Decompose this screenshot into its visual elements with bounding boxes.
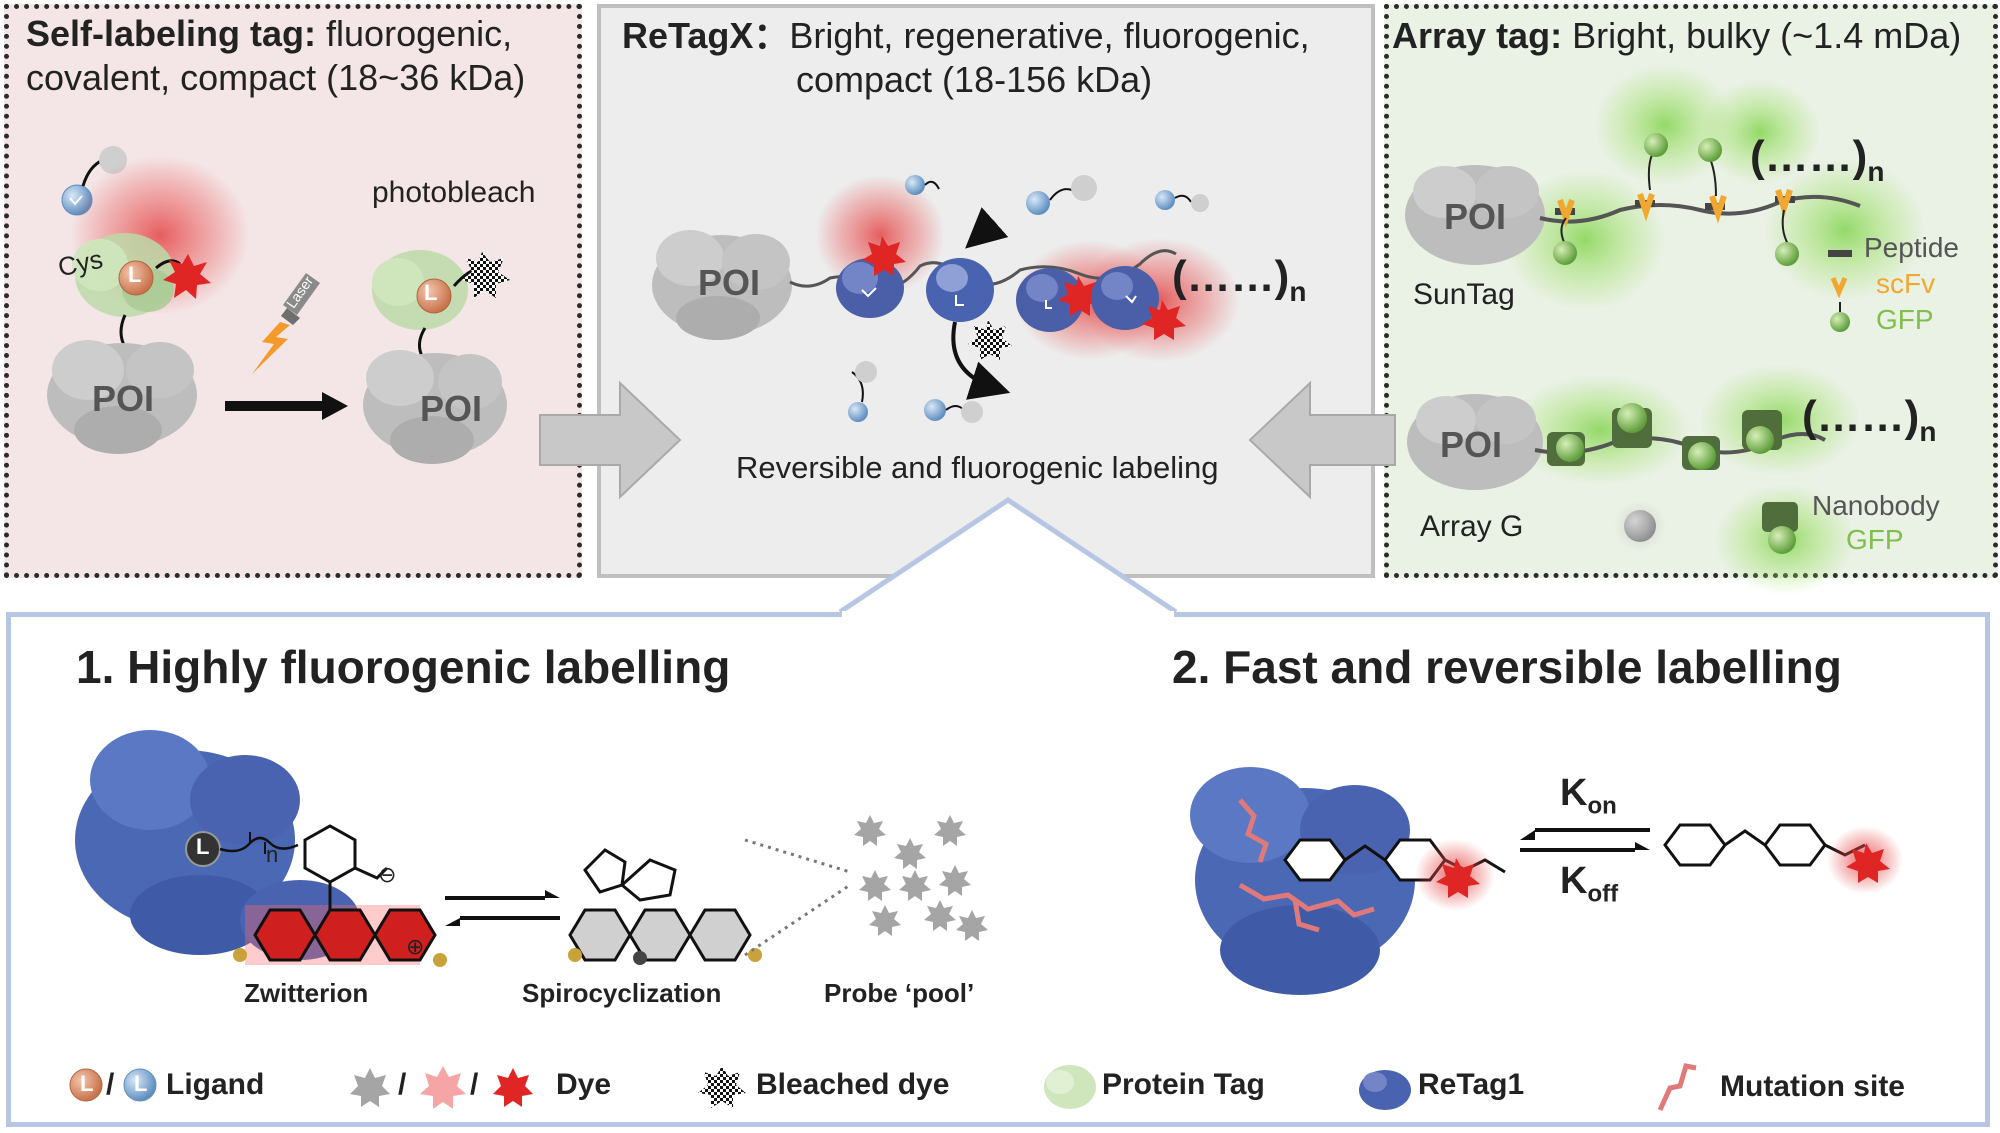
bleached-complex — [363, 250, 510, 464]
ligand-letter-bottom: L — [196, 834, 210, 859]
legend-mutation-icon — [1657, 1063, 1697, 1112]
legend-protein-tag-icon — [1044, 1065, 1096, 1109]
minus-charge: ⊖ — [378, 862, 397, 887]
probe-pool-label: Probe ‘pool’ — [824, 978, 975, 1008]
spirocyclized-structure — [568, 848, 762, 965]
koff-label: Koff — [1560, 860, 1619, 908]
reversible-title: 2. Fast and reversible labelling — [1172, 641, 1842, 693]
retag-blob-2 — [926, 258, 994, 322]
legend-scfv-label: scFv — [1876, 268, 1936, 299]
free-probes-center — [848, 175, 1209, 423]
kon-label: Kon — [1560, 772, 1617, 820]
ligand-letter-left: L — [128, 262, 142, 287]
poi-protein-suntag — [1405, 165, 1545, 265]
mutation-sites — [1238, 798, 1375, 933]
legend-protein-tag-label: Protein Tag — [1102, 1068, 1265, 1101]
linker-n-label: n — [266, 842, 279, 867]
poi-protein-left — [47, 340, 197, 454]
poi-label-left-1: POI — [92, 378, 155, 419]
probe-pool-stars — [854, 815, 988, 941]
legend-ligand-l-blue: L — [134, 1071, 148, 1096]
xanthene-zwitterion — [233, 882, 447, 967]
photobleach-label: photobleach — [372, 176, 536, 209]
repeat-label-arrayg: (……)n — [1802, 392, 1937, 447]
retagx-title: ReTagX：Bright, regenerative, fluorogenic… — [622, 15, 1310, 56]
arrayg-label: Array G — [1420, 510, 1524, 543]
poi-label-center: POI — [698, 262, 761, 303]
legend-ligand-slash: / — [106, 1068, 115, 1101]
repeat-label-suntag: (……)n — [1750, 132, 1885, 187]
legend-ligand-l-orange: L — [80, 1071, 94, 1096]
free-ligand-structure — [1663, 823, 1903, 894]
array-tag-title: Array tag: Bright, bulky (~1.4 mDa) — [1392, 15, 1962, 56]
self-labeling-title: Self-labeling tag: fluorogenic, — [26, 13, 513, 54]
legend-dye-icons — [350, 1066, 533, 1109]
self-labeling-subtitle: covalent, compact (18~36 kDa) — [26, 57, 526, 98]
gray-arrow-left — [1248, 380, 1396, 500]
poi-protein-center — [652, 230, 792, 340]
repeat-label-center: (……)n — [1172, 252, 1307, 307]
legend-retag1-icon — [1359, 1070, 1411, 1110]
laser-icon — [252, 273, 320, 374]
retagx-subtitle: compact (18-156 kDa) — [796, 59, 1153, 100]
fluorogenic-title: 1. Highly fluorogenic labelling — [76, 641, 731, 693]
retag-blob-3 — [1016, 268, 1102, 332]
mechanism-panel — [6, 612, 1990, 1127]
poi-label-left-2: POI — [420, 388, 483, 429]
suntag-units — [1553, 133, 1799, 266]
legend-dye-slash-2: / — [470, 1068, 479, 1101]
plus-charge: ⊕ — [406, 934, 425, 959]
legend-retag1-label: ReTag1 — [1418, 1068, 1525, 1101]
suntag-label: SunTag — [1413, 278, 1515, 311]
retag-blob-4 — [1091, 266, 1186, 340]
poi-protein-arrayg — [1407, 394, 1543, 490]
legend-dye-slash-1: / — [398, 1068, 407, 1101]
legend-peptide-label: Peptide — [1864, 232, 1959, 263]
poi-label-suntag: POI — [1444, 196, 1507, 237]
legend-ligand-label: Ligand — [166, 1068, 265, 1101]
legend-nanobody-label: Nanobody — [1812, 490, 1940, 521]
suntag-chain — [1539, 194, 1861, 224]
ligand-letter-bleached: L — [424, 280, 438, 305]
zwitterion-label: Zwitterion — [244, 978, 369, 1008]
legend-gfp2-label: GFP — [1846, 524, 1904, 555]
ligand-bound-structure — [1283, 838, 1506, 911]
legend-ligand-icons — [69, 1068, 157, 1102]
legend-mutation-label: Mutation site — [1720, 1070, 1905, 1103]
legend-bleached-icon — [698, 1066, 746, 1108]
gray-arrow-right — [539, 380, 682, 500]
legend-bleached-label: Bleached dye — [756, 1068, 950, 1101]
legend-dye-label: Dye — [556, 1068, 612, 1101]
legend-gfp-label: GFP — [1876, 304, 1934, 335]
retagx-caption: Reversible and fluorogenic labeling — [736, 450, 1219, 485]
spirocyclization-label: Spirocyclization — [522, 978, 722, 1008]
retag-blob-1 — [836, 236, 906, 318]
retag-protein-bottom-left — [75, 730, 360, 960]
poi-label-arrayg: POI — [1440, 424, 1503, 465]
arrayg-units — [1547, 403, 1782, 470]
